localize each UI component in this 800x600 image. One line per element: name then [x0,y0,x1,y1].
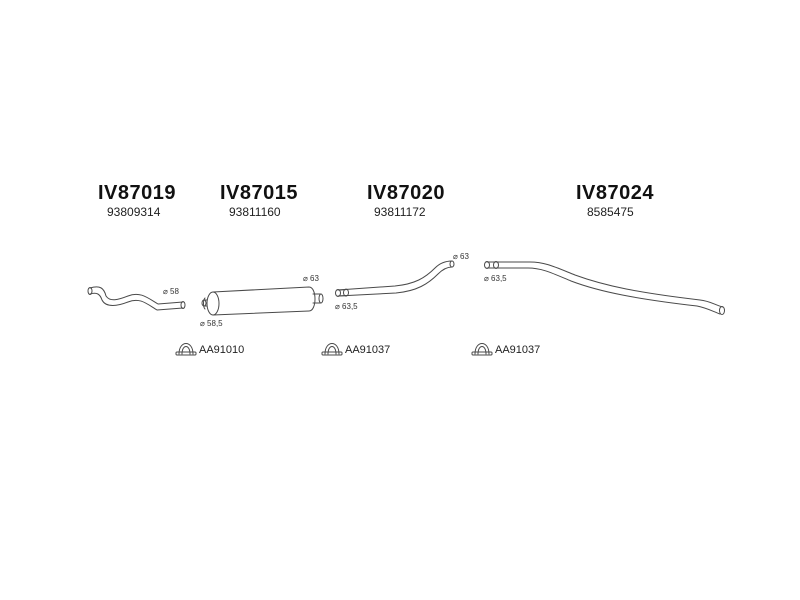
clamp-label-aa91037: AA91037 [495,344,541,356]
intermediate-pipe-drawing [335,260,455,297]
oem-number-93809314: 93809314 [107,205,161,219]
oem-number-93811160: 93811160 [229,205,281,219]
front-pipe-drawing [87,286,186,311]
dim-label-63: ⌀ 63 [453,252,469,261]
tail-pipe-drawing [484,261,725,315]
clamp-label-aa91037: AA91037 [345,344,391,356]
dim-label-58: ⌀ 58 [163,287,179,296]
part-code-iv87020: IV87020 [367,182,446,204]
dim-label-63-5: ⌀ 63,5 [484,274,507,283]
dim-label-63: ⌀ 63 [303,274,319,283]
part-code-iv87015: IV87015 [220,182,299,204]
oem-number-93811172: 93811172 [374,205,426,219]
u-bolt-clamp-icon [471,343,493,356]
oem-number-8585475: 8585475 [587,205,634,219]
dim-label-63-5: ⌀ 63,5 [335,302,358,311]
part-code-iv87024: IV87024 [576,182,655,204]
u-bolt-clamp-icon [175,343,197,356]
silencer-drawing [201,286,324,316]
part-code-iv87019: IV87019 [98,182,177,204]
clamp-label-aa91010: AA91010 [199,344,245,356]
dim-label-58-5: ⌀ 58,5 [200,319,223,328]
u-bolt-clamp-icon [321,343,343,356]
